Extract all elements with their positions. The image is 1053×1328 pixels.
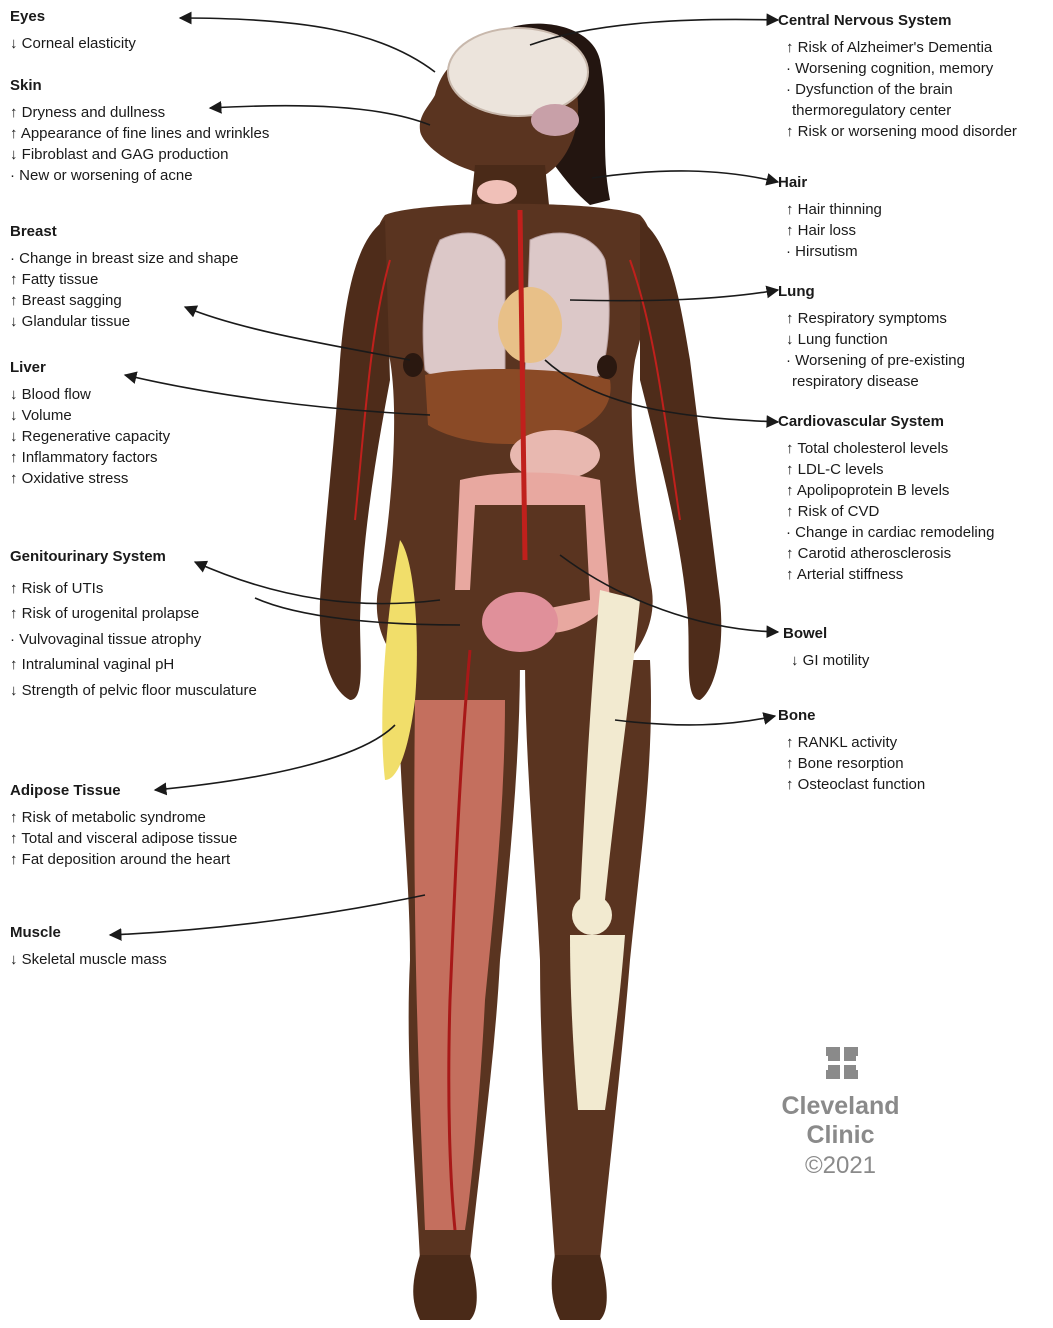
section-breast: Breast · Change in breast size and shape… <box>10 221 238 332</box>
list-item: ↓ Volume <box>10 405 170 426</box>
section-title: Genitourinary System <box>10 544 257 570</box>
thyroid <box>477 180 517 204</box>
list-item: ↑ RANKL activity <box>778 732 925 753</box>
list-item: ↑ Fatty tissue <box>10 269 238 290</box>
left-breast-nipple <box>403 353 423 377</box>
list-item: ↑ Inflammatory factors <box>10 447 170 468</box>
list-item: · Worsening of pre-existing <box>778 350 965 371</box>
list-item: ↑ Intraluminal vaginal pH <box>10 652 257 678</box>
left-lung <box>423 233 505 385</box>
list-item: ↑ Breast sagging <box>10 290 238 311</box>
section-title: Lung <box>778 281 965 302</box>
list-item: ↑ Oxidative stress <box>10 468 170 489</box>
list-item: · Change in cardiac remodeling <box>778 522 994 543</box>
list-item: ↑ Risk of urogenital prolapse <box>10 601 257 627</box>
list-item: ↑ Bone resorption <box>778 753 925 774</box>
section-adipose: Adipose Tissue ↑ Risk of metabolic syndr… <box>10 780 237 870</box>
list-item: ↓ Skeletal muscle mass <box>10 949 167 970</box>
list-item: · New or worsening of acne <box>10 165 269 186</box>
left-foot <box>413 1255 477 1320</box>
list-item: thermoregulatory center <box>778 100 1017 121</box>
section-bone: Bone ↑ RANKL activity ↑ Bone resorption … <box>778 705 925 795</box>
list-item: ↓ Fibroblast and GAG production <box>10 144 269 165</box>
list-item: · Hirsutism <box>778 241 882 262</box>
list-item: ↑ Dryness and dullness <box>10 102 269 123</box>
brain <box>448 28 588 116</box>
list-item: ↑ Risk of CVD <box>778 501 994 522</box>
section-eyes: Eyes ↓ Corneal elasticity <box>10 6 136 54</box>
list-item: ↑ Risk of UTIs <box>10 576 257 602</box>
list-item: ↑ Fat deposition around the heart <box>10 849 237 870</box>
cleveland-clinic-logo: Cleveland Clinic ©2021 <box>778 1045 903 1182</box>
list-item: · Vulvovaginal tissue atrophy <box>10 627 257 653</box>
section-bowel: Bowel ↓ GI motility <box>783 623 869 671</box>
section-title: Breast <box>10 221 238 242</box>
heart <box>498 287 562 363</box>
right-breast-nipple <box>597 355 617 379</box>
section-liver: Liver ↓ Blood flow ↓ Volume ↓ Regenerati… <box>10 357 170 489</box>
section-title: Bone <box>778 705 925 726</box>
arrow-hair <box>592 171 778 182</box>
section-title: Bowel <box>783 623 869 644</box>
section-title: Muscle <box>10 922 167 943</box>
right-arm <box>640 220 721 700</box>
list-item: ↑ Appearance of fine lines and wrinkles <box>10 123 269 144</box>
list-item: ↑ Hair thinning <box>778 199 882 220</box>
list-item: ↑ Respiratory symptoms <box>778 308 965 329</box>
list-item: ↓ GI motility <box>783 650 869 671</box>
list-item: · Change in breast size and shape <box>10 248 238 269</box>
list-item: ↓ Strength of pelvic floor musculature <box>10 678 257 704</box>
list-item: ↑ LDL-C levels <box>778 459 994 480</box>
arrow-eyes <box>180 18 435 72</box>
section-cardio: Cardiovascular System ↑ Total cholestero… <box>778 411 994 585</box>
list-item: ↑ Risk of metabolic syndrome <box>10 807 237 828</box>
section-lung: Lung ↑ Respiratory symptoms ↓ Lung funct… <box>778 281 965 392</box>
section-skin: Skin ↑ Dryness and dullness ↑ Appearance… <box>10 75 269 186</box>
section-title: Eyes <box>10 6 136 27</box>
list-item: ↑ Apolipoprotein B levels <box>778 480 994 501</box>
section-genitourinary: Genitourinary System ↑ Risk of UTIs ↑ Ri… <box>10 544 257 703</box>
list-item: · Dysfunction of the brain <box>778 79 1017 100</box>
list-item: ↑ Carotid atherosclerosis <box>778 543 994 564</box>
list-item: ↑ Total cholesterol levels <box>778 438 994 459</box>
list-item: ↑ Risk of Alzheimer's Dementia <box>778 37 1017 58</box>
section-title: Central Nervous System <box>778 10 1017 31</box>
logo-copyright: ©2021 <box>778 1150 903 1182</box>
list-item: ↑ Arterial stiffness <box>778 564 994 585</box>
section-hair: Hair ↑ Hair thinning ↑ Hair loss · Hirsu… <box>778 172 882 262</box>
list-item: ↑ Risk or worsening mood disorder <box>778 121 1017 142</box>
right-foot <box>552 1255 607 1320</box>
left-arm <box>320 220 390 700</box>
list-item: ↓ Lung function <box>778 329 965 350</box>
list-item: · Worsening cognition, memory <box>778 58 1017 79</box>
section-title: Skin <box>10 75 269 96</box>
logo-line-1: Cleveland <box>778 1092 903 1121</box>
uterus-bladder <box>482 592 558 652</box>
list-item: ↑ Total and visceral adipose tissue <box>10 828 237 849</box>
section-cns: Central Nervous System ↑ Risk of Alzheim… <box>778 10 1017 142</box>
list-item: ↓ Blood flow <box>10 384 170 405</box>
section-title: Cardiovascular System <box>778 411 994 432</box>
section-title: Liver <box>10 357 170 378</box>
list-item: ↑ Hair loss <box>778 220 882 241</box>
section-muscle: Muscle ↓ Skeletal muscle mass <box>10 922 167 970</box>
list-item: ↓ Glandular tissue <box>10 311 238 332</box>
list-item: ↓ Regenerative capacity <box>10 426 170 447</box>
list-item: respiratory disease <box>778 371 965 392</box>
cerebellum <box>531 104 579 136</box>
logo-line-2: Clinic <box>778 1121 903 1150</box>
section-title: Hair <box>778 172 882 193</box>
knee-cap <box>572 895 612 935</box>
list-item: ↓ Corneal elasticity <box>10 33 136 54</box>
list-item: ↑ Osteoclast function <box>778 774 925 795</box>
section-title: Adipose Tissue <box>10 780 237 801</box>
